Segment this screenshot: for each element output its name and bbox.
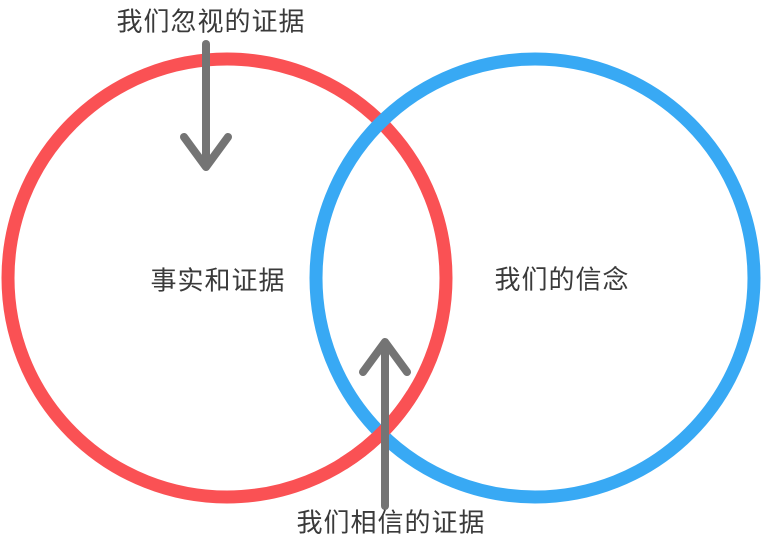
up-arrow-icon [359, 338, 411, 510]
down-arrow-head [180, 133, 232, 171]
facts-circle [1, 52, 453, 504]
ignored-evidence-label: 我们忽视的证据 [116, 6, 306, 37]
beliefs-circle [309, 52, 761, 504]
down-arrow-icon [180, 40, 232, 171]
facts-circle-label: 事实和证据 [150, 265, 286, 296]
beliefs-circle-label: 我们的信念 [494, 264, 630, 295]
up-arrow-head [359, 338, 411, 376]
believed-evidence-label: 我们相信的证据 [296, 507, 486, 538]
